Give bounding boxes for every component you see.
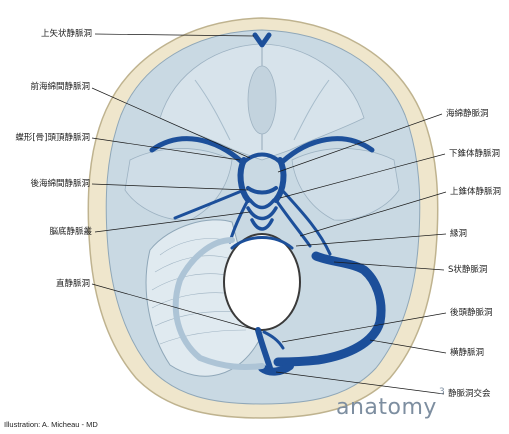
label-superior-petrosal-sinus: 上錐体静脈洞	[450, 187, 502, 197]
label-sigmoid-sinus: S状静脈洞	[448, 265, 488, 275]
posterior-intercavernous-sinus	[246, 186, 278, 195]
label-superior-sagittal-sinus: 上矢状静脈洞	[40, 29, 92, 39]
sigmoid-transverse-left-faded	[172, 237, 265, 371]
label-confluence-of-sinuses: 静脈洞交会	[448, 389, 491, 399]
inferior-petrosal-sinus-right	[274, 198, 312, 248]
foramen-magnum	[223, 233, 301, 331]
label-transverse-sinus: 横静脈洞	[450, 348, 485, 358]
label-posterior-intercavernous-sinus: 後海綿間静脈洞	[30, 179, 90, 189]
superior-petrosal-sinus-left	[173, 188, 246, 220]
dural-venous-sinuses	[149, 32, 386, 376]
sphenoparietal-sinus-left	[149, 136, 245, 165]
orbital-plate-right	[293, 79, 330, 141]
superior-petrosal-sinus-right	[280, 188, 332, 256]
label-straight-sinus: 直静脈洞	[55, 279, 90, 289]
label-sphenoparietal-sinus: 蝶形[骨]頭頂静脈洞	[15, 133, 90, 143]
label-marginal-sinus: 縁洞	[450, 229, 468, 239]
straight-sinus	[255, 327, 273, 371]
cribriform-plate	[247, 65, 277, 135]
anatomy-brand-logo: anatomy3	[336, 387, 445, 420]
orbital-plate-left	[194, 79, 231, 141]
confluence-of-sinuses	[258, 362, 294, 376]
sphenoparietal-sinus-right	[279, 136, 375, 165]
middle-fossa-right	[291, 148, 400, 221]
brand-name: anatomy	[336, 395, 437, 420]
label-basilar-plexus: 脳底静脈叢	[49, 227, 92, 237]
label-occipital-sinus: 後頭静脈洞	[450, 308, 493, 318]
occipital-sinus	[262, 330, 285, 350]
anterior-intercavernous-sinus	[242, 152, 282, 164]
illustration-credit: Illustration: A. Micheau - MD	[4, 420, 98, 429]
transverse-sinus-right	[273, 317, 385, 367]
leader-lines	[91, 33, 447, 395]
marginal-sinus	[230, 236, 294, 250]
sigmoid-sinus-right	[311, 251, 386, 327]
label-inferior-petrosal-sinus: 下錐体静脈洞	[449, 149, 501, 159]
basilar-plexus	[246, 198, 278, 231]
label-cavernous-sinus: 海綿静脈洞	[446, 109, 489, 119]
label-anterior-intercavernous-sinus: 前海綿間静脈洞	[30, 82, 90, 92]
brand-superscript: 3	[438, 387, 446, 397]
superior-sagittal-sinus	[252, 32, 272, 48]
